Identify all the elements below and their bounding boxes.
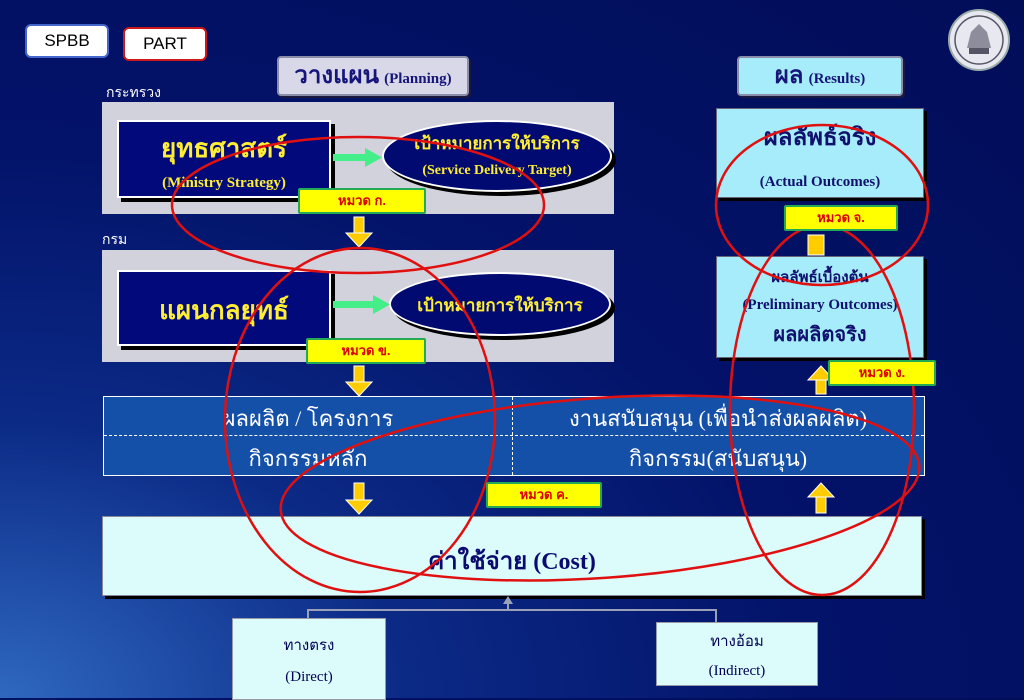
down-arrow-3 [344, 482, 374, 515]
category-tag-c: หมวด ค. [486, 482, 602, 508]
ministry-label: กระทรวง [106, 86, 161, 101]
category-tag-b: หมวด ข. [306, 338, 426, 364]
planning-thai: วางแผน [294, 63, 379, 89]
indirect-en: (Indirect) [708, 663, 766, 679]
preliminary-outcomes-en: (Preliminary Outcomes) [742, 297, 898, 313]
planning-header: วางแผน (Planning) [277, 56, 469, 96]
table-cell-support-activity: กิจกรรม(สนับสนุน) [628, 446, 808, 471]
indirect-thai: ทางอ้อม [710, 634, 764, 650]
results-en: (Results) [808, 71, 866, 87]
ministry-target-thai: เป้าหมายการให้บริการ [414, 134, 580, 153]
department-strategy-box: แผนกลยุทธ์ [117, 270, 331, 346]
ministry-target-en: (Service Delivery Target) [422, 163, 572, 178]
preliminary-outcomes-box: ผลลัพธ์เบื้องต้น (Preliminary Outcomes) … [716, 256, 924, 358]
table-cell-support-work: งานสนับสนุน (เพื่อนำส่งผลผลิต) [568, 406, 868, 431]
cost-box: ค่าใช้จ่าย (Cost) [102, 516, 922, 596]
ministry-target-ellipse: เป้าหมายการให้บริการ (Service Delivery T… [382, 120, 612, 192]
down-arrow-1 [344, 216, 374, 248]
output-actual-thai: ผลผลิตจริง [773, 324, 867, 346]
up-arrow-1 [806, 482, 836, 514]
category-tag-e: หมวด จ. [784, 205, 898, 231]
results-header: ผล (Results) [737, 56, 903, 96]
direct-box: ทางตรง (Direct) [232, 618, 386, 700]
part-tag: PART [123, 27, 207, 61]
direct-en: (Direct) [285, 669, 333, 685]
ministry-strategy-box: ยุทธศาสตร์ (Ministry Strategy) [117, 120, 331, 198]
table-cell-main-activity: กิจกรรมหลัก [248, 446, 368, 471]
department-label: กรม [102, 233, 128, 248]
down-arrow-2 [344, 365, 374, 397]
connector-arrowhead [503, 596, 513, 604]
spbb-tag: SPBB [25, 24, 109, 58]
indirect-box: ทางอ้อม (Indirect) [656, 622, 818, 686]
department-target-ellipse: เป้าหมายการให้บริการ [389, 272, 611, 336]
category-tag-d: หมวด ง. [828, 360, 936, 386]
results-thai: ผล [774, 63, 804, 89]
actual-outcomes-box: ผลลัพธ์จริง (Actual Outcomes) [716, 108, 924, 198]
actual-outcomes-en: (Actual Outcomes) [759, 174, 881, 190]
activity-table: ผลผลิต / โครงการ งานสนับสนุน (เพื่อนำส่ง… [103, 396, 925, 476]
department-target-thai: เป้าหมายการให้บริการ [417, 296, 583, 315]
department-strategy-thai: แผนกลยุทธ์ [159, 296, 289, 325]
ministry-strategy-thai: ยุทธศาสตร์ [160, 134, 288, 163]
table-cell-output-project: ผลผลิต / โครงการ [222, 406, 394, 431]
category-tag-a: หมวด ก. [298, 188, 426, 214]
cost-label: ค่าใช้จ่าย (Cost) [428, 549, 596, 575]
direct-thai: ทางตรง [283, 638, 335, 654]
actual-outcomes-thai: ผลลัพธ์จริง [763, 125, 877, 151]
government-emblem-icon [947, 8, 1011, 72]
planning-en: (Planning) [384, 71, 452, 87]
up-arrow-3 [807, 234, 825, 256]
preliminary-outcomes-thai: ผลลัพธ์เบื้องต้น [771, 270, 869, 286]
